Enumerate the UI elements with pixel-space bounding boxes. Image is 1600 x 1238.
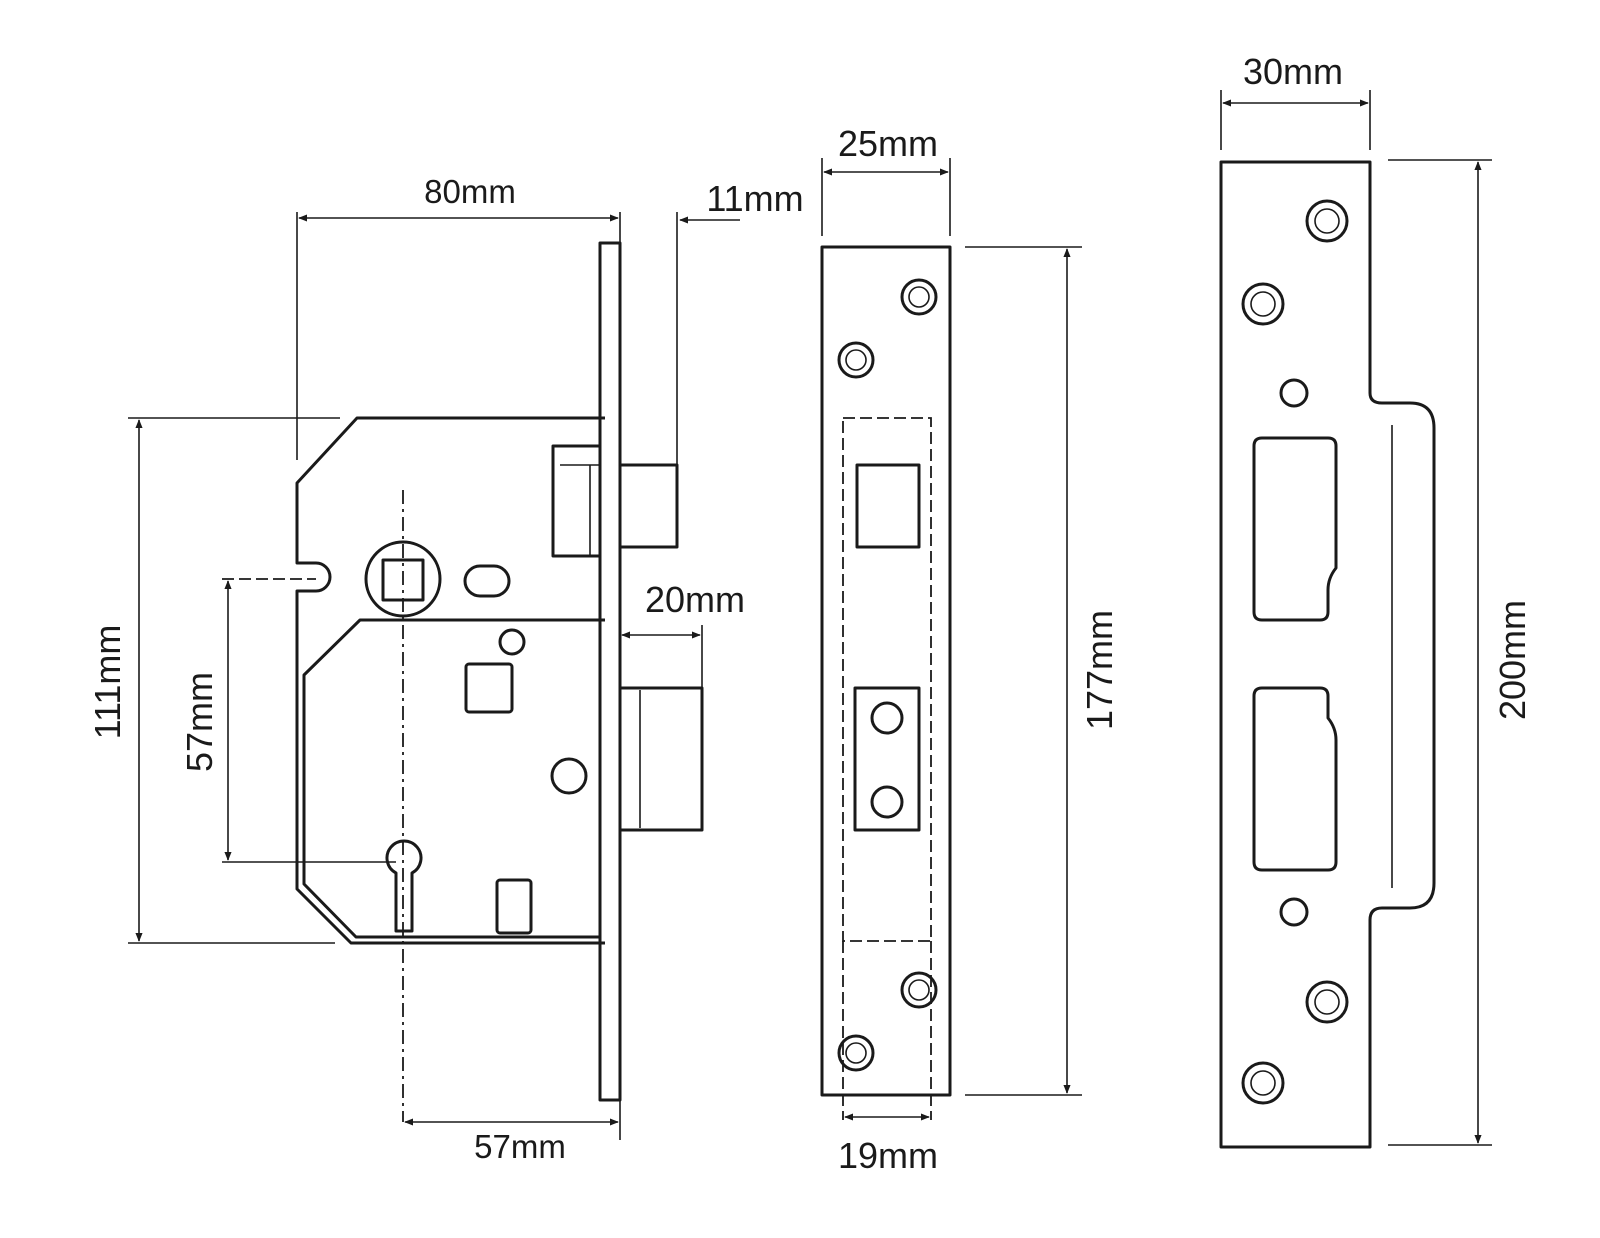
forend-screw-hole-inner: [845, 1042, 867, 1064]
keyhole: [385, 839, 423, 933]
case-height-label: 111mm: [87, 625, 128, 740]
strike-screw-hole-inner: [1250, 291, 1276, 317]
forend-latch-hole: [870, 785, 904, 819]
forend-case-outline: [842, 417, 932, 942]
lock-case-forend: [598, 241, 622, 1102]
follower-hub: [364, 540, 442, 618]
forend-screw-hole: [837, 1034, 875, 1072]
forend-screw-hole-inner: [845, 349, 867, 371]
lock-case-body: [295, 416, 605, 945]
forend-width-label: 25mm: [838, 123, 938, 164]
strike-screw-hole: [1241, 1061, 1285, 1105]
latch-bolt: [618, 686, 704, 832]
strike-plate-drawing: 30mm 200mm: [1219, 51, 1533, 1149]
strike-small-hole: [1279, 897, 1309, 927]
forend-latch-window: [853, 686, 921, 832]
case-width-label: 80mm: [424, 173, 516, 210]
forend-deadbolt-window: [855, 463, 921, 549]
case-fixing-hole: [550, 757, 588, 795]
forend-screw-hole: [900, 278, 938, 316]
case-fixing-hole: [498, 628, 526, 656]
deadbolt: [618, 463, 679, 549]
strike-plate-body: [1219, 160, 1436, 1149]
strike-screw-hole-inner: [1250, 1070, 1276, 1096]
strike-width-label: 30mm: [1243, 51, 1343, 92]
forend-screw-hole-inner: [908, 286, 930, 308]
strike-screw-hole: [1241, 282, 1285, 326]
strike-screw-hole: [1305, 199, 1349, 243]
forend-plate: [820, 245, 952, 1097]
forend-inner-width-label: 19mm: [838, 1135, 938, 1176]
forend-height-label: 177mm: [1079, 610, 1120, 730]
deadbolt-housing: [551, 444, 602, 558]
forend-drawing: 25mm 177mm 19mm: [820, 123, 1120, 1176]
case-rect-cutout: [495, 878, 533, 935]
strike-screw-hole: [1305, 980, 1349, 1024]
strike-height-label: 200mm: [1492, 600, 1533, 720]
forend-screw-hole-inner: [908, 979, 930, 1001]
strike-screw-hole-inner: [1314, 208, 1340, 234]
strike-screw-hole-inner: [1314, 989, 1340, 1015]
case-slot: [463, 564, 511, 598]
forend-screw-hole: [900, 971, 938, 1009]
latch-throw-label: 20mm: [645, 579, 745, 620]
forend-latch-hole: [870, 701, 904, 735]
lock-case-inner-plate: [302, 618, 605, 939]
case-square-cutout: [464, 662, 514, 714]
backset-label: 57mm: [474, 1128, 566, 1165]
strike-small-hole: [1279, 378, 1309, 408]
centres-label: 57mm: [179, 672, 220, 772]
strike-lower-cutout: [1252, 686, 1338, 872]
strike-upper-cutout: [1252, 436, 1338, 622]
forend-screw-hole: [837, 341, 875, 379]
bolt-throw-label: 11mm: [706, 178, 803, 219]
lock-case-drawing: 80mm 11mm 20mm 111mm 57mm 57mm: [87, 173, 804, 1165]
